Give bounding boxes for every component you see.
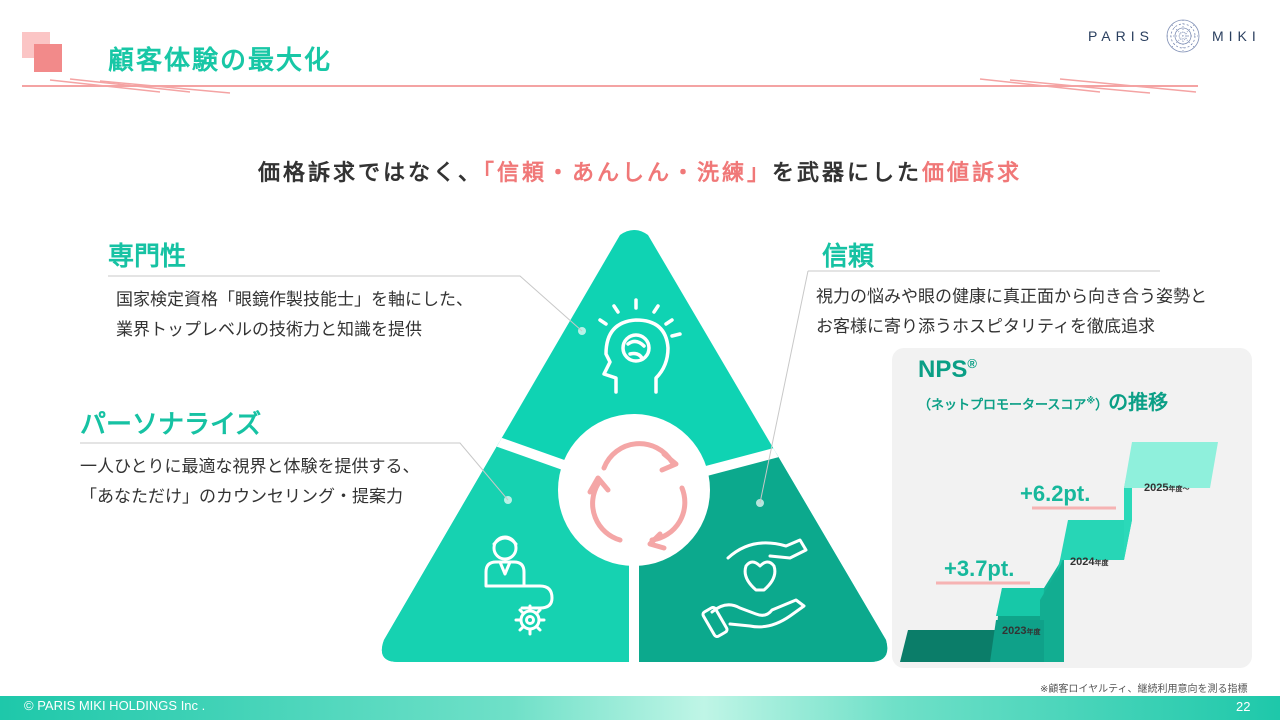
nps-sub-mark: ※ bbox=[1086, 396, 1096, 407]
stair-step-base bbox=[900, 630, 1002, 662]
year-2025: 2025 bbox=[1144, 482, 1169, 494]
expertise-line-2: 業界トップレベルの技術力と知識を提供 bbox=[116, 320, 422, 340]
logo-emblem-icon bbox=[1166, 19, 1200, 53]
personalize-line-1: 一人ひとりに最適な視界と体験を提供する、 bbox=[80, 457, 420, 477]
person-gear-icon bbox=[484, 535, 554, 636]
year-2025-suffix: 年度～ bbox=[1168, 486, 1190, 493]
tagline-part1: 価格訴求ではなく、 bbox=[257, 161, 483, 186]
nps-delta-2025: +6.2pt. bbox=[1020, 481, 1091, 506]
nps-registered-mark: ® bbox=[967, 356, 977, 371]
trust-line-1: 視力の悩みや眼の健康に真正面から向き合う姿勢と bbox=[816, 287, 1207, 307]
nps-sub-close: ） bbox=[1095, 398, 1109, 413]
header-divider bbox=[22, 78, 1198, 94]
heart-hands-icon bbox=[701, 538, 808, 639]
tagline-part3: を武器にした bbox=[772, 161, 923, 186]
personalize-line-2: 「あなただけ」のカウンセリング・提案力 bbox=[80, 487, 403, 507]
section-desc-expertise: 国家検定資格「眼鏡作製技能士」を軸にした、 業界トップレベルの技術力と知識を提供 bbox=[116, 285, 473, 345]
year-label-2025: 2025年度～ bbox=[1144, 482, 1189, 494]
trust-line-2: お客様に寄り添うホスピタリティを徹底追求 bbox=[816, 317, 1155, 337]
year-2024: 2024 bbox=[1070, 556, 1095, 568]
section-title-trust: 信頼 bbox=[822, 242, 875, 272]
copyright-text: © PARIS MIKI HOLDINGS Inc . bbox=[24, 698, 206, 713]
year-2024-suffix: 年度 bbox=[1094, 560, 1109, 567]
section-desc-personalize: 一人ひとりに最適な視界と体験を提供する、 「あなただけ」のカウンセリング・提案力 bbox=[80, 452, 420, 512]
section-title-personalize: パーソナライズ bbox=[80, 410, 262, 440]
year-label-2024: 2024年度 bbox=[1070, 556, 1108, 568]
section-desc-trust: 視力の悩みや眼の健康に真正面から向き合う姿勢と お客様に寄り添うホスピタリティを… bbox=[816, 282, 1207, 342]
cycle-arrows-icon bbox=[587, 441, 688, 551]
section-title-expertise: 専門性 bbox=[108, 242, 187, 272]
nps-footnote: ※顧客ロイヤルティ、継続利用意向を測る指標 bbox=[1040, 684, 1248, 695]
page-number: 22 bbox=[1236, 699, 1251, 714]
tagline: 価格訴求ではなく、「信頼・あんしん・洗練」を武器にした価値訴求 bbox=[0, 155, 1280, 187]
logo-word-left: PARIS bbox=[1088, 28, 1154, 44]
tagline-value: 価値訴求 bbox=[922, 161, 1023, 186]
page-title: 顧客体験の最大化 bbox=[108, 46, 333, 76]
expertise-line-1: 国家検定資格「眼鏡作製技能士」を軸にした、 bbox=[116, 290, 473, 310]
nps-title: NPS® bbox=[918, 356, 977, 384]
nps-delta-2024: +3.7pt. bbox=[944, 556, 1015, 581]
year-label-2023: 2023年度 bbox=[1002, 625, 1040, 637]
nps-sub-open: （ネットプロモータースコア bbox=[918, 398, 1087, 413]
stair-step-2024 bbox=[1060, 520, 1132, 560]
header-accent-square bbox=[34, 44, 62, 72]
brain-head-icon bbox=[598, 298, 682, 394]
stair-step-2025 bbox=[1124, 442, 1218, 488]
nps-subtitle: （ネットプロモータースコア※）の推移 bbox=[918, 386, 1168, 415]
footer-bar bbox=[0, 696, 1280, 720]
year-2023: 2023 bbox=[1002, 625, 1027, 637]
company-logo: PARIS MIKI bbox=[1088, 14, 1261, 58]
nps-title-text: NPS bbox=[918, 356, 968, 383]
nps-staircase bbox=[900, 442, 1218, 662]
value-triangle-diagram bbox=[381, 230, 888, 662]
logo-word-right: MIKI bbox=[1211, 28, 1261, 44]
year-2023-suffix: 年度 bbox=[1026, 629, 1041, 636]
stair-step-2023 bbox=[996, 588, 1052, 616]
tagline-highlight: 「信頼・あんしん・洗練」 bbox=[482, 161, 772, 186]
nps-sub-tail: の推移 bbox=[1108, 390, 1169, 414]
